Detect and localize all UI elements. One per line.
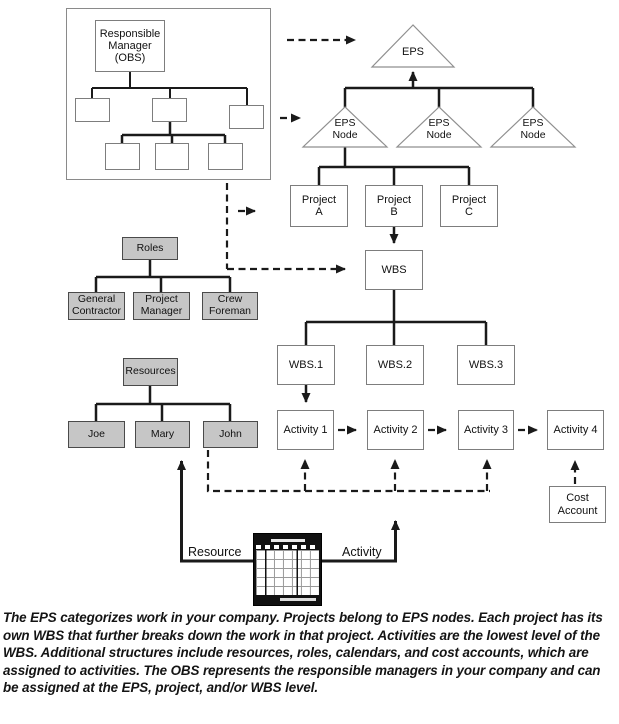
project-box: Project B <box>365 185 423 227</box>
obs-box <box>229 105 264 129</box>
eps-node-label: EPS Node <box>426 117 452 142</box>
obs-box <box>75 98 110 122</box>
eps-node-label: EPS Node <box>332 117 358 142</box>
activity-box: Activity 2 <box>367 410 424 450</box>
caption-text: The EPS categorizes work in your company… <box>3 610 603 696</box>
wbs-child-box: WBS.1 <box>277 345 335 385</box>
eps-node-triangle <box>489 106 577 148</box>
resource-box: John <box>203 421 258 448</box>
calendar-day-header <box>256 545 319 549</box>
responsible-manager-box: Responsible Manager (OBS) <box>95 20 165 72</box>
eps-node-triangle <box>395 106 483 148</box>
calendar-footer <box>256 596 319 603</box>
resource-box: Mary <box>135 421 190 448</box>
activity-box: Activity 1 <box>277 410 334 450</box>
calendar-grid <box>256 550 319 595</box>
obs-box <box>155 143 189 170</box>
obs-box <box>105 143 140 170</box>
project-box: Project A <box>290 185 348 227</box>
resources-box: Resources <box>123 358 178 386</box>
obs-box <box>208 143 243 170</box>
roles-box: Roles <box>122 237 178 260</box>
obs-box <box>152 98 187 122</box>
resource-link-label: Resource <box>186 545 244 559</box>
wbs-child-box: WBS.2 <box>366 345 424 385</box>
activity-box: Activity 4 <box>547 410 604 450</box>
project-box: Project C <box>440 185 498 227</box>
role-box: General Contractor <box>68 292 125 320</box>
activity-box: Activity 3 <box>458 410 514 450</box>
activity-link-label: Activity <box>340 545 384 559</box>
cost-account-box: Cost Account <box>549 486 606 523</box>
eps-label: EPS <box>401 46 424 58</box>
calendar-title-bar <box>256 536 319 544</box>
resource-box: Joe <box>68 421 125 448</box>
wbs-child-box: WBS.3 <box>457 345 515 385</box>
wbs-box: WBS <box>365 250 423 290</box>
role-box: Crew Foreman <box>202 292 258 320</box>
role-box: Project Manager <box>133 292 190 320</box>
calendar-icon <box>253 533 322 606</box>
eps-triangle <box>370 24 456 68</box>
eps-node-triangle <box>301 106 389 148</box>
eps-node-label: EPS Node <box>520 117 546 142</box>
